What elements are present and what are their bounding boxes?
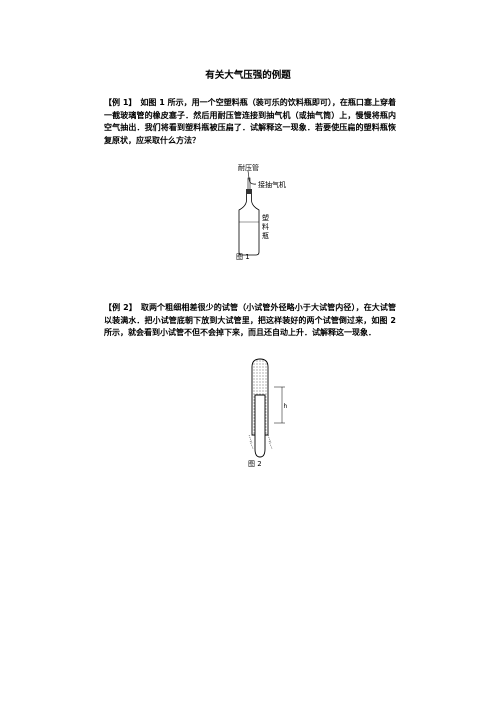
example-1-text: 如图 1 所示，用一个空塑料瓶（装可乐的饮料瓶即可），在瓶口塞上穿着一截玻璃管的… (104, 98, 396, 145)
example-1-tag: 【例 1】 (104, 98, 137, 107)
figure-2-h-label: h (284, 403, 288, 410)
example-2-text: 取两个粗细相差很少的试管（小试管外径略小于大试管内径），在大试管以装满水．把小试… (104, 303, 396, 337)
figure-2-test-tube-diagram: h 图 2 (238, 357, 300, 468)
figure-1-pump-label: 接抽气机 (258, 180, 286, 189)
figure-1-bottle-label-2: 料 (262, 222, 269, 231)
figure-1-tube-label: 耐压管 (238, 163, 259, 172)
example-2-tag: 【例 2】 (104, 303, 137, 312)
figure-1-caption: 图 1 (236, 253, 250, 260)
example-1-paragraph: 【例 1】如图 1 所示，用一个空塑料瓶（装可乐的饮料瓶即可），在瓶口塞上穿着一… (104, 97, 396, 147)
figure-1-bottle-label-3: 瓶 (262, 231, 269, 240)
example-2-paragraph: 【例 2】取两个粗细相差很少的试管（小试管外径略小于大试管内径），在大试管以装满… (104, 302, 396, 340)
figure-1-bottle-diagram: 耐压管 接抽气机 塑 料 瓶 图 1 (222, 160, 302, 261)
page-title: 有关大气压强的例题 (205, 70, 291, 81)
figure-1-bottle-label-1: 塑 (262, 213, 269, 222)
figure-2-caption: 图 2 (248, 460, 262, 467)
